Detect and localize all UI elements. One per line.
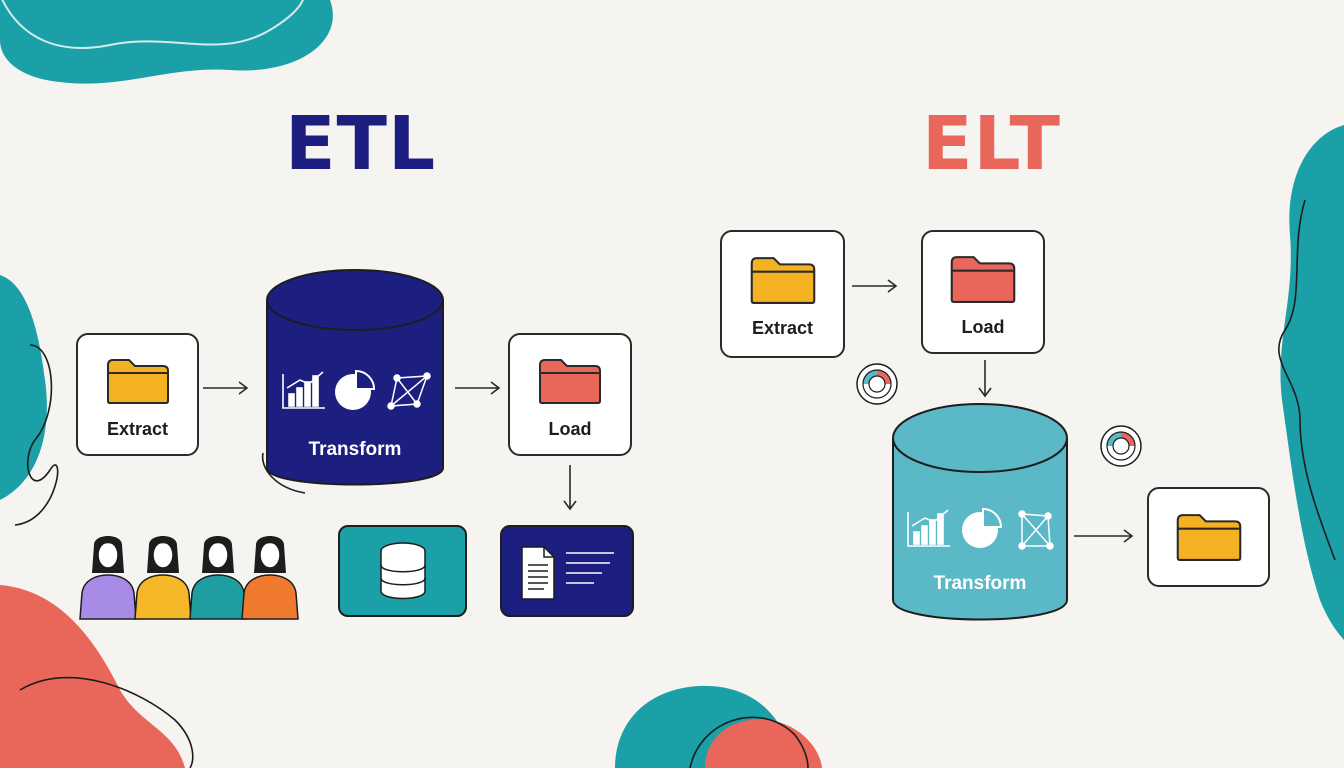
etl-load-label: Load xyxy=(548,419,592,439)
elt-transform-cylinder[interactable] xyxy=(886,400,1076,640)
etl-database-tile[interactable] xyxy=(338,525,467,617)
teal-blob-left-outline xyxy=(14,344,59,526)
coral-blob-bottom-left-outline xyxy=(19,676,194,768)
etl-transform-label: Transform xyxy=(308,439,402,460)
elt-output-card[interactable] xyxy=(1147,487,1270,587)
etl-arrow-load-down xyxy=(563,465,577,511)
progress-ring-icon xyxy=(1100,425,1142,467)
elt-arrow-load-down xyxy=(978,360,992,398)
person-teal xyxy=(189,536,247,620)
elt-transform-label: Transform xyxy=(933,573,1027,594)
teal-blob-top-left-outline xyxy=(1,0,304,49)
etl-extract-card[interactable]: Extract xyxy=(76,333,199,456)
pie-chart-icon xyxy=(962,507,1003,548)
folder-icon xyxy=(750,257,815,304)
people-group xyxy=(79,536,299,620)
etl-arrow-extract-to-transform xyxy=(203,381,249,395)
teal-blob-right xyxy=(1280,125,1344,640)
elt-title: ELT xyxy=(922,101,1061,187)
elt-arrow-transform-to-output xyxy=(1074,529,1134,543)
document-icon xyxy=(521,546,614,600)
elt-arrow-extract-to-load xyxy=(852,279,898,293)
blob-bottom-center-outline xyxy=(689,716,809,768)
pie-chart-icon xyxy=(335,369,376,410)
network-icon xyxy=(1018,510,1054,550)
folder-icon xyxy=(539,359,601,404)
teal-blob-right-outline xyxy=(1278,199,1336,561)
coral-blob-bottom-left xyxy=(0,585,185,768)
etl-arrow-transform-to-load xyxy=(455,381,501,395)
person-yellow xyxy=(134,536,192,620)
elt-load-label: Load xyxy=(961,317,1005,337)
network-icon xyxy=(387,372,431,410)
folder-icon xyxy=(106,359,169,404)
progress-ring-icon xyxy=(856,363,898,405)
elt-extract-card[interactable]: Extract xyxy=(720,230,845,358)
etl-transform-cylinder[interactable] xyxy=(245,268,465,508)
etl-document-tile[interactable] xyxy=(500,525,634,617)
bar-chart-icon xyxy=(282,371,325,409)
folder-icon xyxy=(950,256,1016,303)
bar-chart-icon xyxy=(907,509,950,547)
etl-title: ETL xyxy=(285,101,437,187)
database-icon xyxy=(380,542,426,600)
person-orange xyxy=(241,536,299,620)
elt-extract-label: Extract xyxy=(751,318,814,338)
coral-blob-bottom-center xyxy=(705,719,822,768)
person-purple xyxy=(79,536,137,620)
folder-icon xyxy=(1176,514,1241,561)
teal-blob-left xyxy=(0,275,47,500)
elt-load-card[interactable]: Load xyxy=(921,230,1045,354)
etl-extract-label: Extract xyxy=(106,419,169,439)
etl-load-card[interactable]: Load xyxy=(508,333,632,456)
